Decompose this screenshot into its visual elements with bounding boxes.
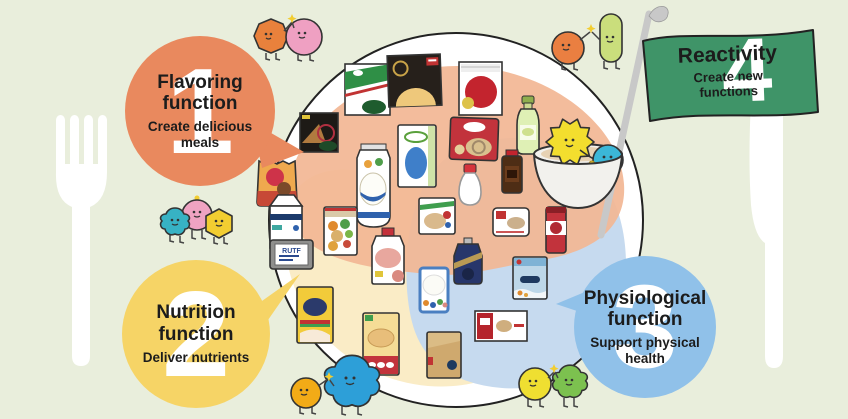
mayonnaise-tube xyxy=(356,143,391,228)
kraft-bag xyxy=(426,331,462,379)
soy-sauce-bottle xyxy=(501,149,523,194)
tomato-can xyxy=(458,61,503,116)
salt-shaker xyxy=(458,163,482,206)
function-number-2: 2 xyxy=(162,266,230,402)
reactivity-flag-text: Reactivity Create new functions xyxy=(647,41,809,102)
nutrition-subtitle: Deliver nutrients xyxy=(142,350,250,365)
retort-tray xyxy=(492,207,530,237)
energy-can xyxy=(545,206,567,254)
circle-and-cloud-characters xyxy=(290,354,381,416)
butter-pack xyxy=(418,197,456,235)
physiological-subtitle: Support physical health xyxy=(590,335,700,366)
rutf-pack: RUTF xyxy=(269,239,314,270)
reactivity-title: Reactivity xyxy=(677,41,778,68)
octagon-and-pink-characters xyxy=(253,14,323,62)
circle-and-tree-characters xyxy=(518,364,589,408)
trio-characters xyxy=(159,195,233,245)
medicine-box xyxy=(474,310,528,342)
teal-cloud-character xyxy=(159,207,191,236)
mixing-bowl-front xyxy=(533,153,623,210)
physiological-title: Physiological function xyxy=(583,287,707,330)
flag-icon xyxy=(597,5,819,239)
orange-circle-character xyxy=(551,31,585,65)
circle-and-capsule-characters xyxy=(551,13,623,71)
sparkle-icon xyxy=(287,14,297,24)
noodle-pack xyxy=(448,116,500,162)
nutrition-title: Nutrition function xyxy=(156,302,236,345)
flavoring-title: Flavoring function xyxy=(157,71,243,114)
octagon-character xyxy=(253,18,289,54)
flour-bag xyxy=(296,286,334,344)
function-number-3: 3 xyxy=(612,261,678,393)
flavoring-function-bubble: 1 Flavoring function Create delicious me… xyxy=(125,36,275,186)
ham-bottle xyxy=(371,227,405,285)
green-tea-box xyxy=(344,63,391,116)
biscuit-box xyxy=(362,312,400,376)
drink-pouch xyxy=(453,237,483,285)
reactivity-subtitle: Create new functions xyxy=(693,67,764,100)
dressing-bottle xyxy=(516,95,540,155)
hexagon-character xyxy=(205,208,233,239)
fork-icon xyxy=(55,115,107,366)
capsule-character xyxy=(599,13,623,63)
nutrition-function-bubble: 2 Nutrition function Deliver nutrients xyxy=(122,260,270,408)
physiological-function-bubble: 3 Physiological function Support physica… xyxy=(574,256,716,398)
veggie-mix-bag xyxy=(323,206,358,256)
sparkle-icon xyxy=(324,372,334,382)
supplement-box xyxy=(512,256,548,300)
blue-cloud-character xyxy=(323,354,381,408)
knife-icon xyxy=(749,92,783,368)
flavoring-subtitle: Create delicious meals xyxy=(147,119,253,150)
spice-box xyxy=(299,112,339,153)
sparkle-icon xyxy=(549,364,559,374)
tree-character xyxy=(551,364,589,399)
star-character xyxy=(545,118,595,166)
yellow-circle-character xyxy=(518,367,552,401)
seasoning-pouch xyxy=(397,124,437,188)
yellow-circle-character xyxy=(290,377,322,409)
bread-pack xyxy=(418,266,450,314)
sparkle-icon xyxy=(586,24,596,34)
curry-box xyxy=(386,53,443,108)
rutf-label: RUTF xyxy=(282,248,301,255)
function-number-1: 1 xyxy=(166,43,234,179)
